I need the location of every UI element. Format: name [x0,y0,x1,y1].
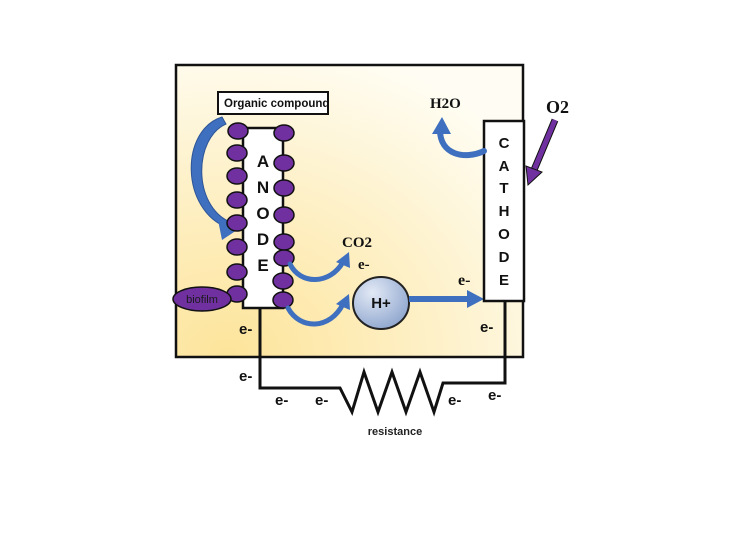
electron-label: e- [488,387,501,404]
cathode-letter: T [499,180,508,197]
electron-label: e- [315,392,328,409]
bacterium [226,191,248,209]
resistance-label: resistance [368,426,422,438]
o2-arrow [525,118,559,187]
organic-compound-arrow [190,116,240,240]
anode-letter: O [256,204,269,223]
bacterium [272,291,294,309]
organic-compound-box: Organic compound [217,91,329,115]
bacterium [226,238,248,256]
electron-label: e- [239,321,252,338]
electron-label: e- [239,368,252,385]
bacterium [273,206,295,224]
proton-to-cathode-arrow [409,290,484,308]
h2o-label: H2O [430,96,461,112]
bacterium [273,233,295,251]
anode-letter: A [257,152,269,171]
cathode-label: C A T H O D E [498,135,510,289]
cathode-electrode [482,119,526,303]
proton-release-arrow [285,294,350,327]
anode-letter: E [257,256,268,275]
proton-label: H+ [371,295,391,312]
bacterium [227,122,249,140]
electron-label: e- [480,319,493,336]
bacterium [226,144,248,162]
bacterium [226,167,248,185]
biofilm: biofilm [172,286,232,312]
proton-h-plus: H+ [352,276,410,330]
anode-letter: D [257,230,269,249]
electron-label: e- [358,257,370,273]
co2-label: CO2 [342,235,372,251]
biofilm-label: biofilm [186,294,218,306]
electron-label: e- [458,272,470,289]
anode-label: A N O D E [256,152,269,275]
cathode-letter: D [499,249,510,266]
cathode-letter: E [499,272,509,289]
bacterium [273,124,295,142]
anode-letter: N [257,178,269,197]
cathode-letter: H [499,203,510,220]
bacterium [226,263,248,281]
bacteria-left [226,122,249,303]
bacterium [272,272,294,290]
electron-label: e- [275,392,288,409]
cathode-letter: C [499,135,510,152]
bacterium [273,154,295,172]
cathode-letter: O [498,226,510,243]
cathode-letter: A [499,158,510,175]
co2-arrow [287,252,350,282]
electron-label: e- [448,392,461,409]
bacteria-right [272,124,295,309]
bacterium [226,214,248,232]
bacterium [273,179,295,197]
h2o-arrow [432,117,487,159]
external-circuit-wire [258,301,507,417]
o2-label: O2 [546,97,569,117]
organic-compound-label: Organic compound [224,98,329,110]
